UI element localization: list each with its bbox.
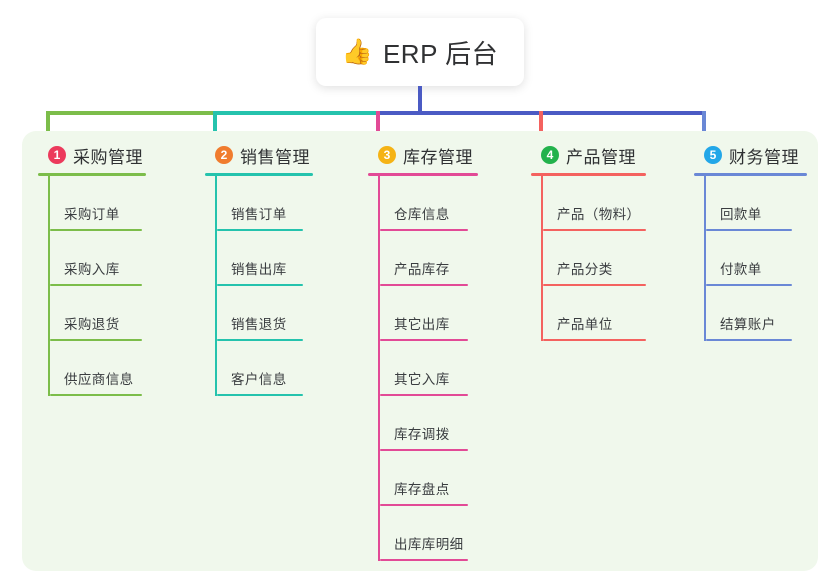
leaf-node-underline xyxy=(380,394,468,396)
leaf-node[interactable]: 产品分类 xyxy=(543,231,681,286)
leaf-node[interactable]: 销售订单 xyxy=(217,176,353,231)
branch-spine: 回款单付款单结算账户 xyxy=(704,176,839,341)
branch-number-badge: 2 xyxy=(215,146,233,164)
leaf-node-underline xyxy=(380,284,468,286)
leaf-node-underline xyxy=(380,504,468,506)
leaf-node-underline xyxy=(380,339,468,341)
leaf-node-underline xyxy=(217,394,303,396)
branch-title: 产品管理 xyxy=(566,147,636,167)
branch-header-5[interactable]: 5 财务管理 xyxy=(694,142,839,168)
leaf-node[interactable]: 产品单位 xyxy=(543,286,681,341)
leaf-node-underline xyxy=(543,339,646,341)
branch-underline xyxy=(368,173,478,176)
leaf-node-underline xyxy=(50,229,142,231)
leaf-node[interactable]: 库存盘点 xyxy=(380,451,516,506)
branch-title: 库存管理 xyxy=(403,147,473,167)
branch-number-badge: 3 xyxy=(378,146,396,164)
leaf-node[interactable]: 采购订单 xyxy=(50,176,186,231)
branch-column-2: 2 销售管理销售订单销售出库销售退货客户信息 xyxy=(205,142,353,396)
leaf-node-underline xyxy=(380,449,468,451)
branch-column-5: 5 财务管理回款单付款单结算账户 xyxy=(694,142,839,341)
leaf-node-label: 回款单 xyxy=(720,207,762,222)
diagram-panel xyxy=(22,131,818,571)
leaf-node[interactable]: 出库库明细 xyxy=(380,506,516,561)
leaf-node-underline xyxy=(380,229,468,231)
leaf-node-label: 采购订单 xyxy=(64,207,120,222)
leaf-node-label: 采购退货 xyxy=(64,317,120,332)
leaf-node-underline xyxy=(50,284,142,286)
leaf-node-label: 其它入库 xyxy=(394,372,450,387)
leaf-node-label: 付款单 xyxy=(720,262,762,277)
branch-title: 销售管理 xyxy=(240,147,310,167)
leaf-node[interactable]: 采购入库 xyxy=(50,231,186,286)
branch-title: 财务管理 xyxy=(729,147,799,167)
leaf-node-label: 销售退货 xyxy=(231,317,287,332)
leaf-node-underline xyxy=(543,229,646,231)
leaf-node[interactable]: 其它入库 xyxy=(380,341,516,396)
leaf-node-label: 产品库存 xyxy=(394,262,450,277)
branch-underline xyxy=(531,173,646,176)
branch-header-3[interactable]: 3 库存管理 xyxy=(368,142,516,168)
leaf-node-underline xyxy=(706,229,792,231)
branch-underline xyxy=(694,173,807,176)
leaf-node[interactable]: 销售出库 xyxy=(217,231,353,286)
leaf-node[interactable]: 库存调拨 xyxy=(380,396,516,451)
leaf-node-label: 产品单位 xyxy=(557,317,613,332)
leaf-node-label: 仓库信息 xyxy=(394,207,450,222)
leaf-node-label: 其它出库 xyxy=(394,317,450,332)
leaf-node-label: 库存调拨 xyxy=(394,427,450,442)
branch-column-4: 4 产品管理产品（物料） 产品分类产品单位 xyxy=(531,142,681,341)
leaf-node[interactable]: 产品（物料） xyxy=(543,176,681,231)
branch-column-1: 1 采购管理采购订单采购入库采购退货供应商信息 xyxy=(38,142,186,396)
leaf-node[interactable]: 销售退货 xyxy=(217,286,353,341)
leaf-node-underline xyxy=(217,339,303,341)
branch-number-badge: 5 xyxy=(704,146,722,164)
leaf-node-underline xyxy=(706,284,792,286)
branch-header-2[interactable]: 2 销售管理 xyxy=(205,142,353,168)
leaf-node-label: 销售出库 xyxy=(231,262,287,277)
leaf-node-label: 产品分类 xyxy=(557,262,613,277)
leaf-node[interactable]: 供应商信息 xyxy=(50,341,186,396)
leaf-node-underline xyxy=(217,284,303,286)
leaf-node[interactable]: 结算账户 xyxy=(706,286,839,341)
branch-number-badge: 4 xyxy=(541,146,559,164)
leaf-node-label: 产品（物料） xyxy=(557,207,641,222)
leaf-node-label: 出库库明细 xyxy=(394,537,464,552)
leaf-node-underline xyxy=(380,559,468,561)
leaf-node-underline xyxy=(706,339,792,341)
leaf-node[interactable]: 回款单 xyxy=(706,176,839,231)
root-node-card[interactable]: 👍 ERP 后台 xyxy=(316,18,524,86)
leaf-node-label: 客户信息 xyxy=(231,372,287,387)
thumbs-up-icon: 👍 xyxy=(341,37,373,66)
leaf-node[interactable]: 采购退货 xyxy=(50,286,186,341)
branch-underline xyxy=(38,173,146,176)
branch-header-1[interactable]: 1 采购管理 xyxy=(38,142,186,168)
leaf-node[interactable]: 客户信息 xyxy=(217,341,353,396)
leaf-node-underline xyxy=(543,284,646,286)
leaf-node[interactable]: 其它出库 xyxy=(380,286,516,341)
leaf-node-label: 供应商信息 xyxy=(64,372,134,387)
root-node-label: ERP 后台 xyxy=(382,38,499,69)
leaf-node[interactable]: 产品库存 xyxy=(380,231,516,286)
branch-spine: 销售订单销售出库销售退货客户信息 xyxy=(215,176,353,396)
branch-spine: 仓库信息产品库存其它出库其它入库库存调拨库存盘点出库库明细 xyxy=(378,176,516,561)
leaf-node-label: 采购入库 xyxy=(64,262,120,277)
branch-underline xyxy=(205,173,313,176)
leaf-node-label: 库存盘点 xyxy=(394,482,450,497)
leaf-node-underline xyxy=(50,339,142,341)
leaf-node-underline xyxy=(217,229,303,231)
branch-number-badge: 1 xyxy=(48,146,66,164)
branch-spine: 采购订单采购入库采购退货供应商信息 xyxy=(48,176,186,396)
branch-header-4[interactable]: 4 产品管理 xyxy=(531,142,681,168)
leaf-node[interactable]: 付款单 xyxy=(706,231,839,286)
leaf-node-label: 销售订单 xyxy=(231,207,287,222)
branch-column-3: 3 库存管理仓库信息产品库存其它出库其它入库库存调拨库存盘点出库库明细 xyxy=(368,142,516,561)
branch-title: 采购管理 xyxy=(73,147,143,167)
leaf-node-underline xyxy=(50,394,142,396)
leaf-node-label: 结算账户 xyxy=(720,317,776,332)
branch-spine: 产品（物料） 产品分类产品单位 xyxy=(541,176,681,341)
leaf-node[interactable]: 仓库信息 xyxy=(380,176,516,231)
